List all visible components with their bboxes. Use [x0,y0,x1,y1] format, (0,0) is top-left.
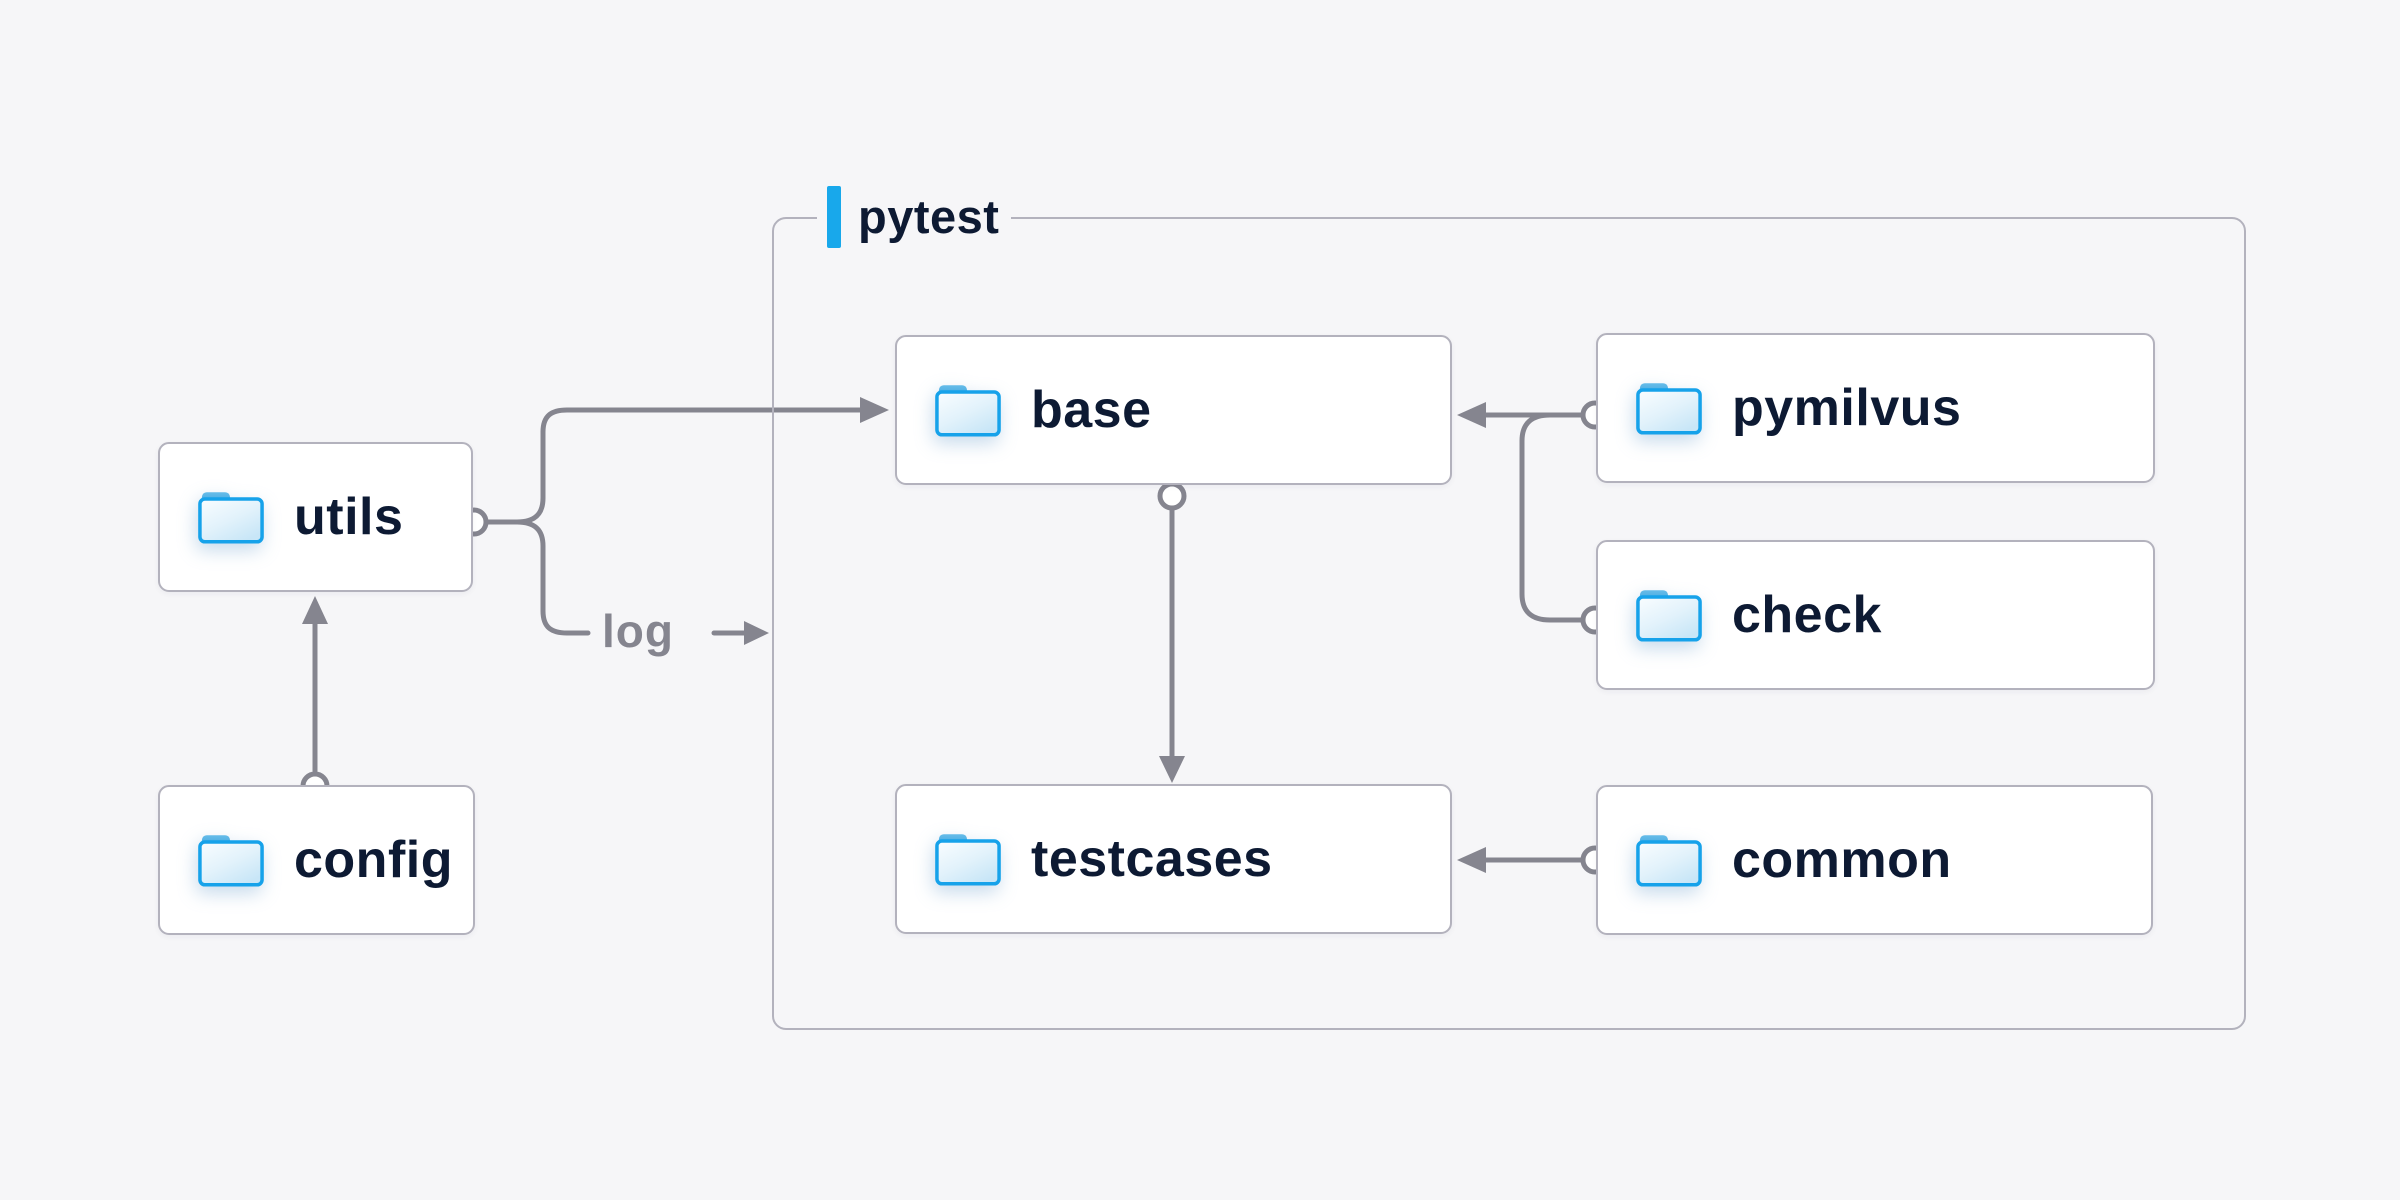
edge-log-arrow [711,621,769,645]
node-common-label: common [1732,831,1952,889]
node-pymilvus-label: pymilvus [1732,379,1962,437]
node-base-label: base [1031,381,1152,439]
pytest-group-container [772,217,2246,1030]
node-testcases-label: testcases [1031,830,1273,888]
folder-icon [935,384,1001,437]
node-check-label: check [1732,586,1882,644]
node-testcases: testcases [895,784,1452,934]
accent-bar [827,186,841,248]
folder-icon [198,834,264,887]
edge-label-log: log [602,604,674,657]
group-title: pytest [858,190,1000,243]
folder-icon [935,833,1001,886]
folder-icon [198,491,264,544]
node-common: common [1596,785,2153,935]
node-pymilvus: pymilvus [1596,333,2155,483]
node-check: check [1596,540,2155,690]
node-config: config [158,785,475,935]
edge-config-to-utils [300,596,330,801]
edge-utils-to-log [459,507,591,636]
node-utils: utils [158,442,473,592]
pytest-group-label: pytest [817,185,1012,249]
node-base: base [895,335,1452,485]
folder-icon [1636,589,1702,642]
folder-icon [1636,834,1702,887]
node-utils-label: utils [294,488,404,546]
folder-icon [1636,382,1702,435]
node-config-label: config [294,831,453,889]
